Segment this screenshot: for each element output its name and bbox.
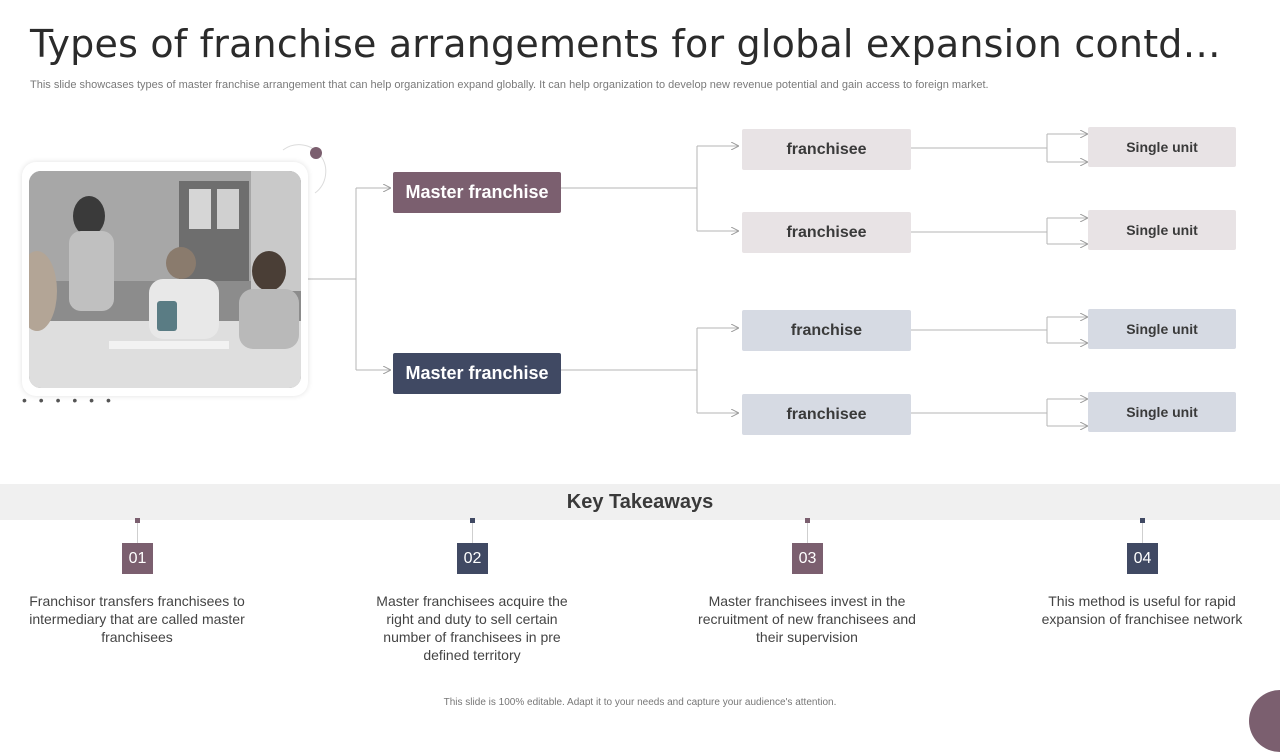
takeaway-connector-1 <box>137 520 138 544</box>
page-subtitle: This slide showcases types of master fra… <box>30 79 989 91</box>
master-franchise-box-2: Master franchise <box>393 353 561 394</box>
franchise-box-3: franchise <box>742 310 911 351</box>
takeaway-text-1: Franchisor transfers franchisees to inte… <box>29 593 245 645</box>
takeaway-dot-2 <box>470 518 475 523</box>
key-takeaways-heading: Key Takeaways <box>0 484 1280 520</box>
takeaway-text-4: This method is useful for rapid expansio… <box>1041 593 1243 627</box>
franchisee-box-1: franchisee <box>742 129 911 170</box>
takeaway-number-4: 04 <box>1127 543 1158 574</box>
franchisee-box-2: franchisee <box>742 212 911 253</box>
page-title: Types of franchise arrangements for glob… <box>30 22 1221 66</box>
master-franchise-box-1: Master franchise <box>393 172 561 213</box>
single-unit-box-3: Single unit <box>1088 309 1236 349</box>
takeaway-dot-3 <box>805 518 810 523</box>
takeaway-number-1: 01 <box>122 543 153 574</box>
takeaway-dot-1 <box>135 518 140 523</box>
takeaway-text-2: Master franchisees acquire the right and… <box>376 593 568 663</box>
takeaway-number-3: 03 <box>792 543 823 574</box>
footer-note: This slide is 100% editable. Adapt it to… <box>443 697 837 708</box>
takeaway-number-2: 02 <box>457 543 488 574</box>
takeaway-dot-4 <box>1140 518 1145 523</box>
single-unit-box-1: Single unit <box>1088 127 1236 167</box>
team-meeting-photo <box>29 171 301 388</box>
franchisee-box-4: franchisee <box>742 394 911 435</box>
takeaway-connector-3 <box>807 520 808 544</box>
single-unit-box-2: Single unit <box>1088 210 1236 250</box>
connector-lines <box>282 0 1280 480</box>
takeaway-connector-2 <box>472 520 473 544</box>
decor-dots: • • • • • • <box>22 392 115 408</box>
takeaway-text-3: Master franchisees invest in the recruit… <box>698 593 916 645</box>
takeaway-connector-4 <box>1142 520 1143 544</box>
single-unit-box-4: Single unit <box>1088 392 1236 432</box>
